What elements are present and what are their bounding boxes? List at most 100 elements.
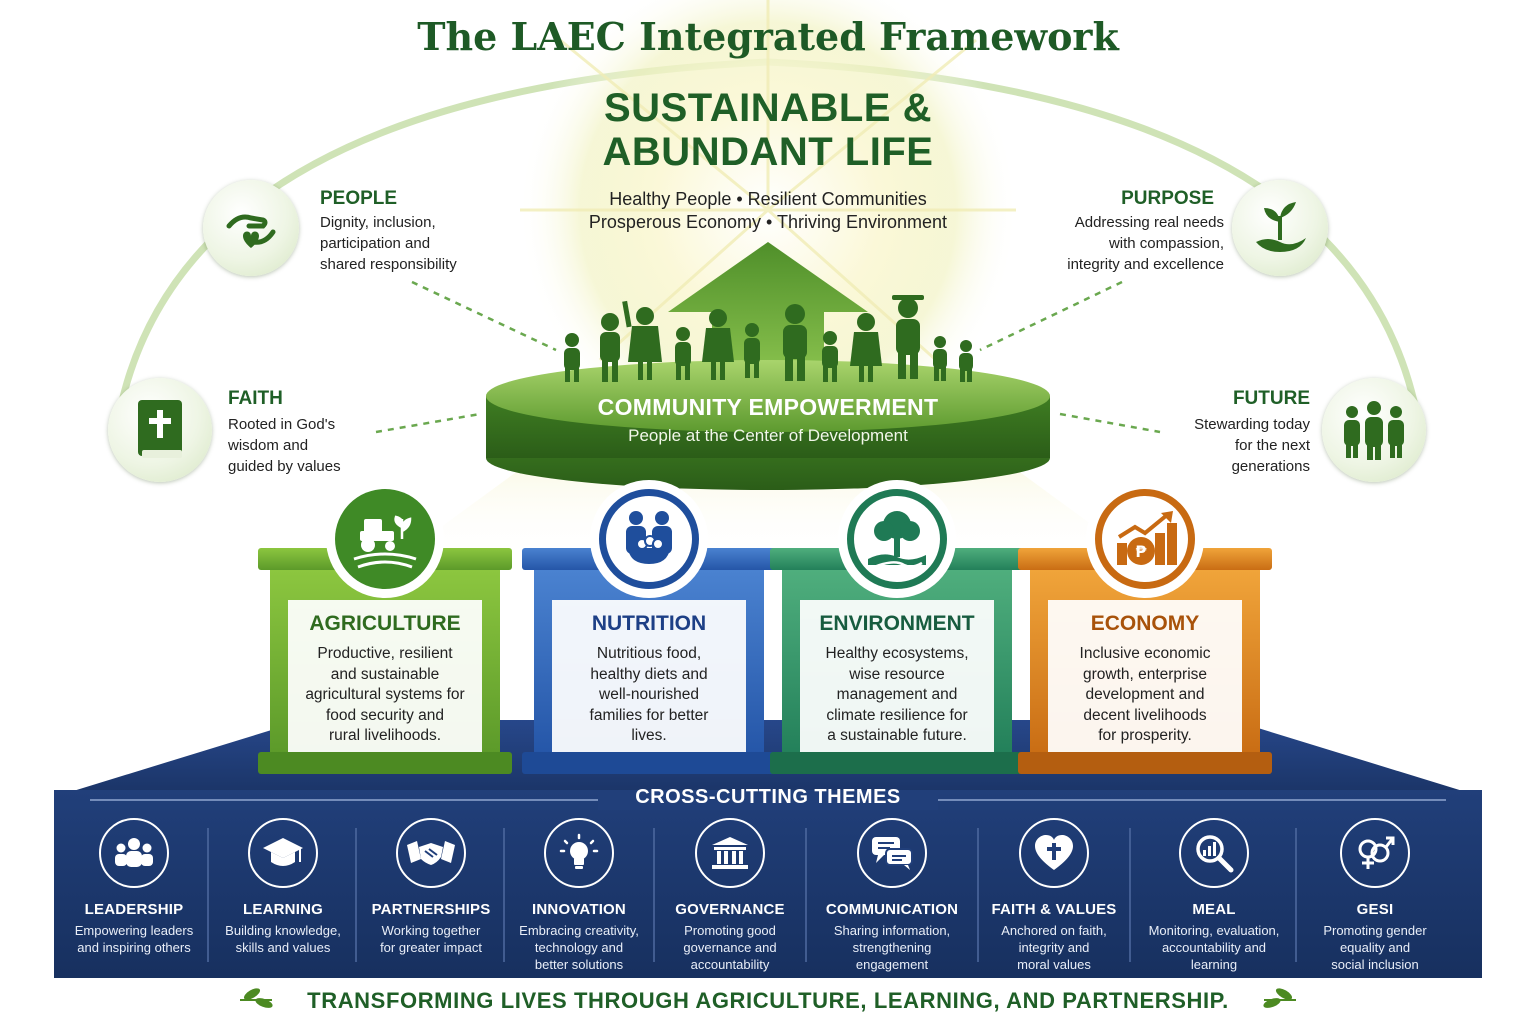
page-title: The LAEC Integrated Framework — [417, 14, 1119, 59]
people-line: participation and — [320, 235, 431, 252]
theme-line: social inclusion — [1331, 957, 1419, 972]
environment-pillar-title: ENVIRONMENT — [819, 612, 975, 635]
theme-line: engagement — [855, 957, 929, 972]
theme-partnerships: PARTNERSHIPS Working together for greate… — [358, 812, 504, 972]
bible-icon — [138, 400, 182, 458]
theme-line: accountability and — [1161, 940, 1267, 955]
theme-line: Promoting gender — [1323, 923, 1427, 938]
economy-pillar-icon: ₱ — [1086, 480, 1204, 598]
theme-line: and inspiring others — [77, 940, 191, 955]
theme-description: Embracing creativity, technology and bet… — [506, 922, 652, 973]
faith-line: wisdom and — [228, 437, 309, 454]
people-line: Dignity, inclusion, — [320, 214, 436, 231]
theme-title: PARTNERSHIPS — [371, 901, 491, 918]
pillar-line: decent livelihoods — [1083, 706, 1207, 724]
pillar-line: and sustainable — [330, 665, 440, 683]
environment-pillar-description: Healthy ecosystems, wise resource manage… — [800, 644, 994, 747]
sprout-hand-icon — [1256, 202, 1306, 252]
faith-line: guided by values — [228, 458, 341, 475]
goal-subtitle-line1: Healthy People • Resilient Communities — [609, 189, 927, 209]
pillar-line: food security and — [325, 706, 445, 724]
themes-header-mask — [598, 790, 938, 810]
theme-description: Promoting good governance and accountabi… — [656, 922, 804, 973]
goal-subtitle: Healthy People • Resilient Communities P… — [518, 188, 1018, 234]
nutrition-pillar-title: NUTRITION — [591, 612, 707, 635]
chat-bubbles-icon — [857, 818, 927, 888]
future-line: Stewarding today — [1194, 416, 1310, 433]
theme-title: LEADERSHIP — [84, 901, 184, 918]
agriculture-pillar-description: Productive, resilient and sustainable ag… — [288, 644, 482, 747]
future-line: generations — [1231, 458, 1310, 475]
pillar-line: Productive, resilient — [317, 645, 453, 662]
faith-title: FAITH — [228, 388, 283, 409]
goal-title-line1: SUSTAINABLE & — [604, 86, 932, 130]
theme-line: integrity and — [1018, 940, 1090, 955]
theme-description: Working together for greater impact — [358, 922, 504, 956]
pillar-line: well-nourished — [599, 686, 699, 703]
pillar-line: wise resource — [849, 665, 945, 683]
agriculture-pillar-icon — [326, 480, 444, 598]
magnifier-chart-icon — [1179, 818, 1249, 888]
theme-line: Working together — [381, 923, 481, 938]
empowerment-subtitle: People at the Center of Development — [628, 426, 908, 445]
theme-title: GOVERNANCE — [675, 901, 785, 918]
theme-line: equality and — [1339, 940, 1411, 955]
people-value-icon — [203, 180, 299, 276]
theme-line: Anchored on faith, — [1001, 923, 1107, 938]
pillar-line: development and — [1085, 686, 1205, 703]
theme-faith-values: FAITH & VALUES Anchored on faith, integr… — [980, 812, 1128, 972]
theme-line: Promoting good — [684, 923, 776, 938]
pillar-line: lives. — [631, 727, 667, 744]
theme-line: Building knowledge, — [225, 923, 341, 938]
purpose-description: Addressing real needs with compassion, i… — [1004, 212, 1224, 275]
theme-line: technology and — [534, 940, 624, 955]
theme-description: Sharing information, strengthening engag… — [808, 922, 976, 973]
pillar-line: management and — [836, 686, 958, 703]
pillar-line: a sustainable future. — [827, 727, 967, 744]
goal-title: SUSTAINABLE & ABUNDANT LIFE — [518, 86, 1018, 174]
tree-icon — [868, 511, 926, 569]
graduation-cap-icon — [248, 818, 318, 888]
theme-leadership: LEADERSHIP Empowering leaders and inspir… — [64, 812, 204, 972]
cross-cutting-themes-header: CROSS-CUTTING THEMES — [635, 786, 901, 808]
future-line: for the next — [1234, 437, 1310, 454]
handshake-icon — [396, 818, 466, 888]
pillar-line: Inclusive economic — [1079, 645, 1211, 662]
purpose-line: integrity and excellence — [1067, 256, 1224, 273]
theme-description: Monitoring, evaluation, accountability a… — [1134, 922, 1294, 973]
theme-line: strengthening — [852, 940, 932, 955]
future-title: FUTURE — [1232, 388, 1310, 409]
nutrition-pillar-icon — [590, 480, 708, 598]
theme-line: Empowering leaders — [74, 923, 194, 938]
gender-symbols-icon — [1340, 818, 1410, 888]
empowerment-title: COMMUNITY EMPOWERMENT — [597, 394, 939, 420]
purpose-line: Addressing real needs — [1074, 214, 1224, 231]
theme-title: MEAL — [1192, 901, 1236, 918]
theme-line: Sharing information, — [833, 923, 951, 938]
faith-value-icon — [108, 378, 212, 482]
theme-line: Monitoring, evaluation, — [1148, 923, 1280, 938]
pillar-line: healthy diets and — [590, 665, 708, 683]
theme-line: skills and values — [235, 940, 331, 955]
svg-text:₱: ₱ — [1135, 542, 1147, 561]
hands-heart-icon — [226, 214, 276, 248]
theme-governance: GOVERNANCE Promoting good governance and… — [656, 812, 804, 972]
theme-innovation: INNOVATION Embracing creativity, technol… — [506, 812, 652, 972]
lightbulb-icon — [544, 818, 614, 888]
theme-line: governance and — [683, 940, 777, 955]
pillar-line: families for better — [589, 706, 709, 724]
theme-description: Empowering leaders and inspiring others — [64, 922, 204, 956]
theme-gesi: GESI Promoting gender equality and socia… — [1300, 812, 1450, 972]
tractor-icon — [353, 515, 417, 569]
theme-title: INNOVATION — [532, 901, 626, 918]
theme-description: Promoting gender equality and social inc… — [1300, 922, 1450, 973]
theme-learning: LEARNING Building knowledge, skills and … — [212, 812, 354, 972]
theme-meal: MEAL Monitoring, evaluation, accountabil… — [1134, 812, 1294, 972]
theme-title: LEARNING — [243, 901, 323, 918]
theme-line: learning — [1190, 957, 1238, 972]
pillar-line: for prosperity. — [1098, 727, 1192, 744]
theme-description: Building knowledge, skills and values — [212, 922, 354, 956]
theme-line: moral values — [1017, 957, 1091, 972]
pillar-line: Nutritious food, — [596, 645, 702, 662]
agriculture-pillar-title: AGRICULTURE — [309, 612, 461, 635]
